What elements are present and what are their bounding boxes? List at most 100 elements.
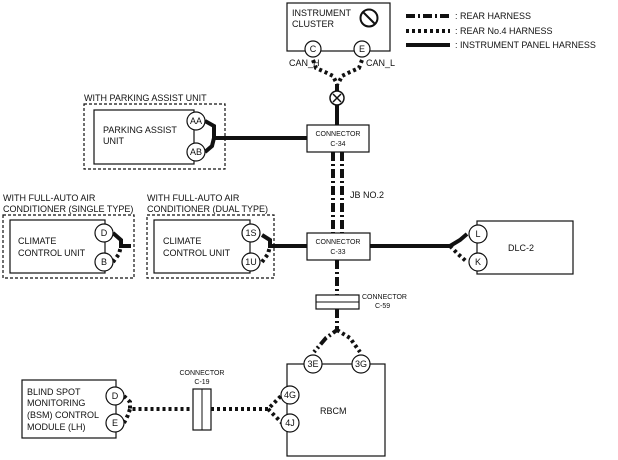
wire-dlc-k bbox=[448, 244, 469, 264]
dlc-2: DLC-2 L K bbox=[468, 220, 574, 275]
climate-dual-group-1: WITH FULL-AUTO AIR bbox=[147, 193, 240, 203]
parking-assist-unit: WITH PARKING ASSIST UNIT PARKING ASSIST … bbox=[83, 93, 226, 170]
parking-pin-aa-label: AA bbox=[190, 116, 202, 126]
dlc-pin-l bbox=[468, 224, 488, 244]
rbcm-pin-4j bbox=[280, 413, 300, 433]
wire-can-l bbox=[336, 59, 364, 85]
climate-single-name-1: CLIMATE bbox=[18, 236, 56, 246]
cluster-title-2: CLUSTER bbox=[292, 19, 335, 29]
bsm-name-2: MONITORING bbox=[27, 398, 85, 408]
rbcm-pin-3g-label: 3G bbox=[355, 359, 367, 369]
wire-bsm-d bbox=[122, 394, 193, 411]
wire-climate-dual-1s bbox=[260, 233, 307, 248]
wire-c19-4g bbox=[211, 393, 284, 411]
parking-name-1: PARKING ASSIST bbox=[103, 125, 177, 135]
climate-control-dual: WITH FULL-AUTO AIR CONDITIONER (DUAL TYP… bbox=[146, 193, 275, 279]
climate-single-pin-d-label: D bbox=[101, 228, 108, 238]
dlc-pin-l-label: L bbox=[475, 229, 480, 239]
climate-dual-name-1: CLIMATE bbox=[163, 236, 201, 246]
connector-c19: CONNECTOR C-19 bbox=[180, 370, 225, 431]
can-h-label: CAN_H bbox=[289, 58, 320, 68]
connector-c34: CONNECTOR C-34 bbox=[306, 124, 370, 153]
c34-label-1: CONNECTOR bbox=[316, 131, 361, 138]
wire-parking-ab bbox=[203, 137, 216, 154]
cluster-pin-c-label: C bbox=[310, 44, 317, 54]
c59-label-2: C-59 bbox=[375, 303, 390, 310]
climate-single-name-2: CONTROL UNIT bbox=[18, 248, 86, 258]
parking-pin-aa bbox=[186, 111, 206, 131]
rbcm-pin-4g bbox=[280, 385, 300, 405]
c19-label-1: CONNECTOR bbox=[180, 370, 225, 377]
parking-pin-ab-label: AB bbox=[190, 147, 202, 157]
climate-single-pin-b-label: B bbox=[101, 257, 107, 267]
wire-bsm-e bbox=[122, 408, 132, 424]
rbcm: RBCM 3E 3G 4G 4J bbox=[280, 354, 386, 457]
harness-lines bbox=[111, 59, 469, 425]
dlc-pin-k bbox=[468, 252, 488, 272]
connector-c59: CONNECTOR C-59 bbox=[315, 294, 407, 310]
wire-c19-4j bbox=[266, 407, 284, 425]
jb-no2-label: JB NO.2 bbox=[350, 190, 384, 200]
climate-single-pin-d bbox=[94, 223, 114, 243]
climate-single-pin-b bbox=[94, 252, 114, 272]
c33-label-1: CONNECTOR bbox=[316, 239, 361, 246]
bsm-name-3: (BSM) CONTROL bbox=[27, 410, 99, 420]
dlc-pin-k-label: K bbox=[475, 257, 481, 267]
legend-rear-label: : REAR HARNESS bbox=[455, 11, 531, 21]
cluster-title-1: INSTRUMENT bbox=[292, 8, 351, 18]
climate-dual-group-2: CONDITIONER (DUAL TYPE) bbox=[147, 204, 268, 214]
wire-parking-aa bbox=[204, 119, 307, 140]
twisted-pair-icon bbox=[329, 90, 345, 106]
connector-c33: CONNECTOR C-33 bbox=[306, 232, 371, 261]
c59-label-1: CONNECTOR bbox=[362, 294, 407, 301]
climate-dual-pin-1s-label: 1S bbox=[245, 228, 256, 238]
bsm-pin-d bbox=[105, 386, 125, 406]
c34-label-2: C-34 bbox=[330, 141, 345, 148]
parking-group-label: WITH PARKING ASSIST UNIT bbox=[84, 93, 207, 103]
rbcm-pin-4g-label: 4G bbox=[284, 390, 296, 400]
climate-dual-pin-1u bbox=[241, 252, 261, 272]
climate-single-group-1: WITH FULL-AUTO AIR bbox=[3, 193, 96, 203]
rbcm-name: RBCM bbox=[320, 406, 347, 416]
wire-dlc-l bbox=[370, 232, 469, 248]
rbcm-pin-3e bbox=[303, 354, 323, 374]
legend: : REAR HARNESS : REAR No.4 HARNESS : INS… bbox=[406, 11, 596, 50]
climate-dual-name-2: CONTROL UNIT bbox=[163, 248, 231, 258]
cluster-pin-c bbox=[304, 40, 322, 58]
wire-c59-3e bbox=[312, 309, 339, 354]
climate-single-group-2: CONDITIONER (SINGLE TYPE) bbox=[3, 204, 133, 214]
wire-climate-dual-1u bbox=[260, 245, 272, 264]
cluster-pin-e-label: E bbox=[359, 44, 365, 54]
c19-label-2: C-19 bbox=[194, 379, 209, 386]
bsm-pin-e-label: E bbox=[112, 418, 118, 428]
dlc-name: DLC-2 bbox=[508, 243, 534, 253]
parking-name-2: UNIT bbox=[103, 136, 124, 146]
bsm-pin-d-label: D bbox=[112, 391, 119, 401]
rbcm-pin-3g bbox=[351, 354, 371, 374]
bsm-name-1: BLIND SPOT bbox=[27, 387, 81, 397]
bsm-name-4: MODULE (LH) bbox=[27, 422, 86, 432]
bsm-control-module: BLIND SPOT MONITORING (BSM) CONTROL MODU… bbox=[21, 379, 125, 439]
can-l-label: CAN_L bbox=[366, 58, 395, 68]
rbcm-pin-3e-label: 3E bbox=[307, 359, 318, 369]
no-entry-icon bbox=[359, 8, 379, 28]
climate-dual-pin-1u-label: 1U bbox=[245, 257, 257, 267]
wire-can-h bbox=[311, 59, 339, 85]
instrument-cluster: INSTRUMENT CLUSTER C E CAN_H CAN_L bbox=[286, 2, 395, 68]
climate-control-single: WITH FULL-AUTO AIR CONDITIONER (SINGLE T… bbox=[2, 193, 135, 279]
c33-label-2: C-33 bbox=[330, 249, 345, 256]
climate-dual-pin-1s bbox=[241, 223, 261, 243]
parking-optional-frame bbox=[83, 103, 226, 170]
legend-rear-no4-label: : REAR No.4 HARNESS bbox=[455, 26, 553, 36]
legend-ip-label: : INSTRUMENT PANEL HARNESS bbox=[455, 40, 596, 50]
climate-single-optional-frame bbox=[2, 214, 135, 279]
wire-climate-single-b bbox=[111, 245, 123, 264]
parking-pin-ab bbox=[186, 142, 206, 162]
cluster-pin-e bbox=[353, 40, 371, 58]
wire-c59-3g bbox=[335, 328, 362, 354]
bsm-pin-e bbox=[105, 413, 125, 433]
wire-climate-single-d bbox=[111, 231, 131, 248]
rbcm-pin-4j-label: 4J bbox=[285, 418, 295, 428]
